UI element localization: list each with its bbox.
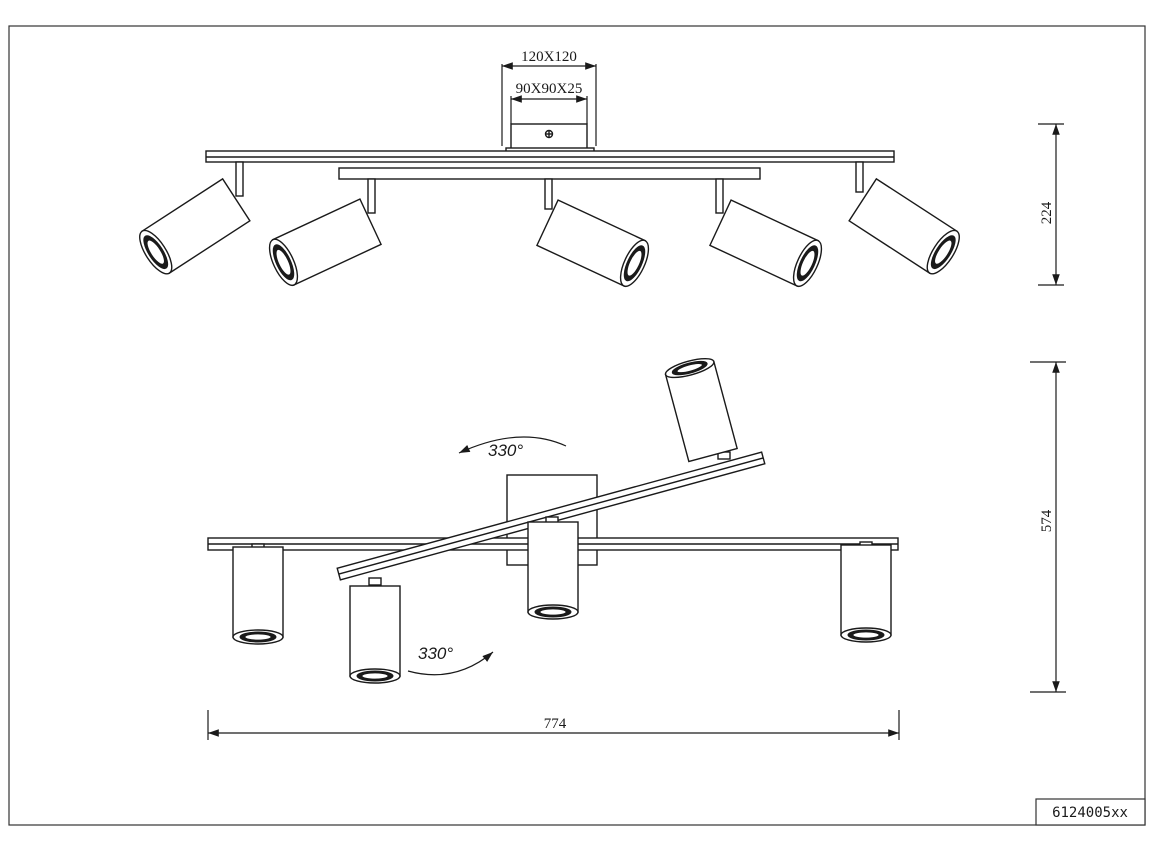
height-dimension: 224 [1038,123,1064,286]
plan-view: 330° 330° [207,354,899,684]
drawing-frame [8,25,1146,826]
rotation-label-bottom: 330° [418,644,453,663]
width-dimension: 774 [207,710,900,740]
secondary-bar [338,167,761,180]
plan-spotlight-left [232,543,284,645]
product-code: 6124005xx [1052,805,1128,821]
plan-spotlight-swivel-right [663,354,738,463]
rotation-arrow-top [458,436,567,454]
rotation-label-top: 330° [488,441,523,460]
front-view [133,123,966,291]
base-outer-label: 120X120 [521,49,577,65]
spotlight-1 [133,178,251,280]
depth-dimension: 574 [1030,361,1066,693]
base-inner-label: 90X90X25 [516,81,583,97]
plan-spotlight-center [527,516,579,620]
depth-label: 574 [1039,509,1055,532]
width-label: 774 [544,716,567,732]
spotlight-4 [709,199,828,291]
product-code-box [1035,798,1146,826]
rotation-arrow-bottom [407,651,494,676]
plan-spotlight-right [840,541,892,643]
spotlight-3 [536,199,655,291]
base-dimensions: 120X120 90X90X25 [501,49,597,146]
spotlight-5 [848,178,966,280]
plan-spotlight-swivel-left [349,577,401,684]
height-label: 224 [1039,201,1055,224]
spotlight-2 [263,198,382,290]
